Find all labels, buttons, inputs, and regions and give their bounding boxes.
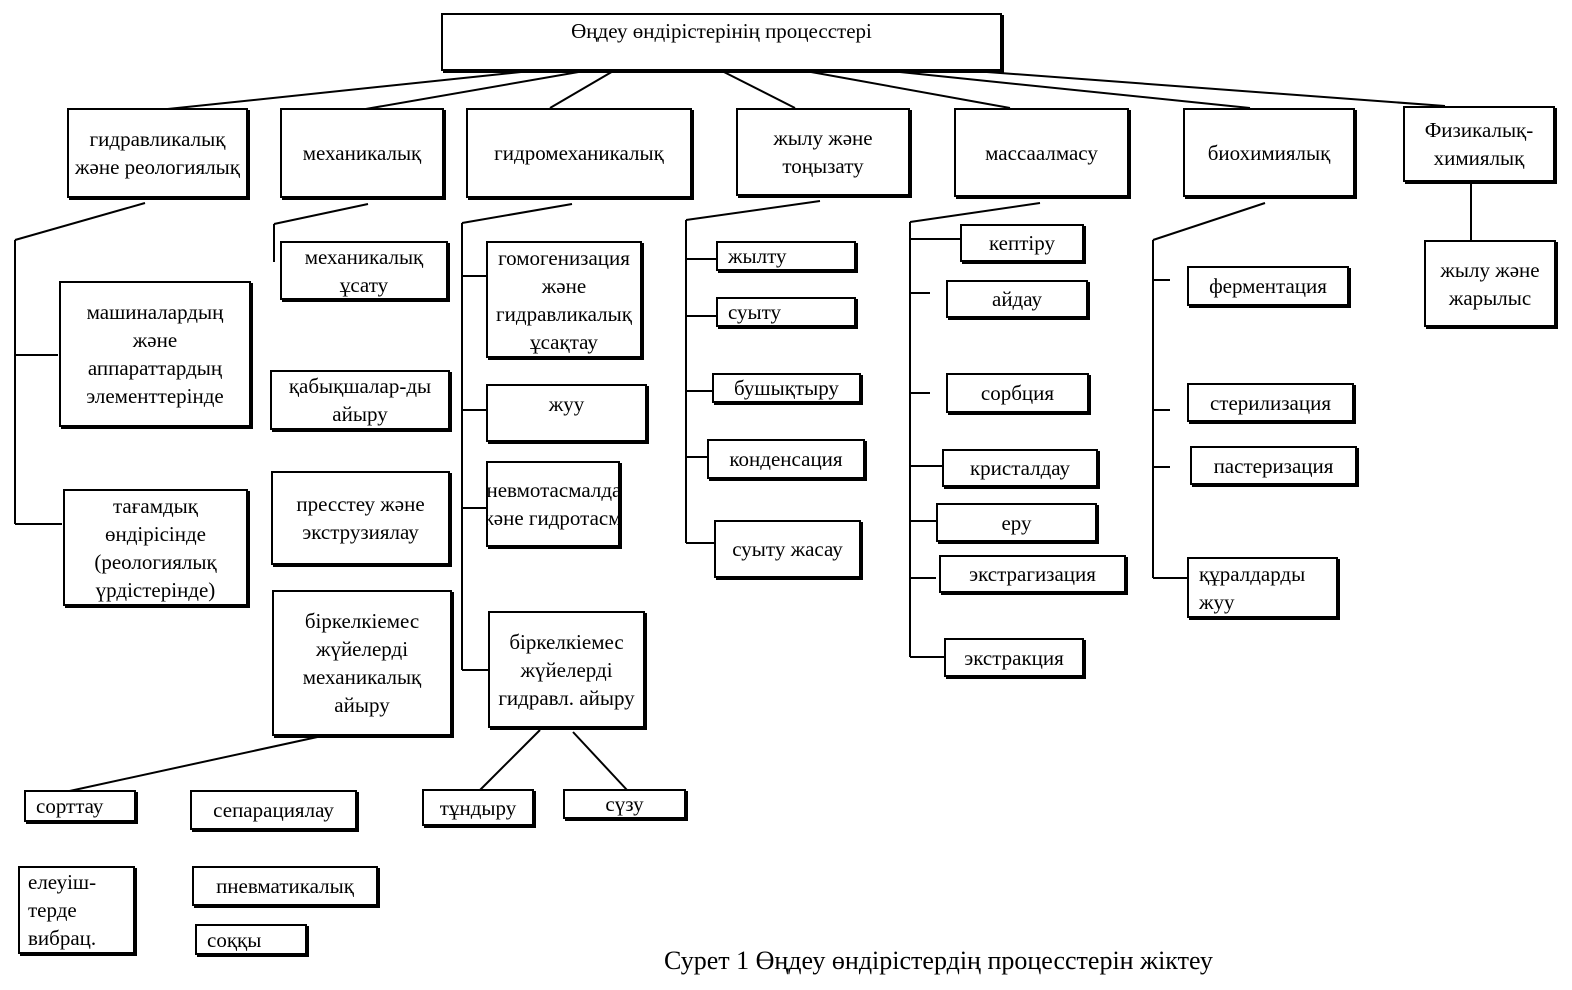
mechanical-item: пресстеу және экструзиялау <box>271 471 450 565</box>
separation-item: елеуіш-терде вибрац. <box>18 866 135 954</box>
category-physchem: Физикалық-химиялық <box>1403 106 1555 182</box>
category-biochemical: биохимиялық <box>1183 108 1355 197</box>
mass-exchange-item: экстракция <box>944 638 1084 677</box>
thermal-item: конденсация <box>707 439 865 479</box>
category-hydraulic-label: гидравликалық және реологиялық <box>75 127 240 179</box>
category-hydromechanical-label: гидромеханикалық <box>494 141 664 165</box>
hydromechanical-item-label: жуу <box>548 392 585 416</box>
separation-item-label: сорттау <box>36 794 104 818</box>
thermal-item: бушықтыру <box>712 373 861 403</box>
separation-item-label: сепарациялау <box>213 798 334 822</box>
biochemical-item: стерилизация <box>1187 383 1354 422</box>
mechanical-item-label: біркелкіемес жүйелерді механикалық айыру <box>302 609 422 717</box>
biochemical-item: ферментация <box>1187 266 1349 306</box>
category-mass-exchange-label: массаалмасу <box>985 140 1098 165</box>
mechanical-item: қабықшалар-ды айыру <box>270 370 450 430</box>
category-thermal-label: жылу және тоңызату <box>773 126 873 178</box>
mass-exchange-item-label: еру <box>1001 510 1032 535</box>
separation-item-label: соққы <box>207 927 262 952</box>
mass-exchange-item-label: экстрагизация <box>969 562 1096 586</box>
separation-item: сепарациялау <box>190 790 357 830</box>
category-mass-exchange: массаалмасу <box>954 108 1129 197</box>
physchem-item-label: жылу және жарылыс <box>1440 257 1540 310</box>
mechanical-item: біркелкіемес жүйелерді механикалық айыру <box>272 590 452 736</box>
separation-item: соққы <box>195 924 307 955</box>
mass-exchange-item: кептіру <box>960 224 1084 262</box>
separation-item-label: елеуіш-терде вибрац. <box>28 870 97 950</box>
mass-exchange-item: еру <box>936 503 1097 542</box>
thermal-item-label: бушықтыру <box>734 376 839 400</box>
hydraulic-separation-item: тұндыру <box>422 789 534 826</box>
hydraulic-separation-item-label: сүзу <box>605 792 644 816</box>
figure-caption: Сурет 1 Өңдеу өндірістердің процесстерін… <box>664 946 1213 975</box>
hydromechanical-item: гомогенизация және гидравликалық ұсақтау <box>486 241 642 358</box>
thermal-item-label: конденсация <box>729 447 843 471</box>
biochemical-item: пастеризация <box>1190 446 1357 485</box>
thermal-item-label: суыту жасау <box>732 537 843 561</box>
hydraulic-item-label: машиналардың және аппараттардың элементт… <box>86 300 224 408</box>
hydromechanical-item-label: пневмотасмалдау және гидротасм. <box>486 478 620 530</box>
category-hydraulic: гидравликалық және реологиялық <box>67 108 248 198</box>
thermal-item-label: жылту <box>728 244 787 268</box>
root-label: Өңдеу өндірістерінің процесстері <box>571 19 872 43</box>
mass-exchange-item: сорбция <box>946 373 1089 413</box>
separation-item: сорттау <box>24 790 136 822</box>
category-mechanical: механикалық <box>280 108 444 198</box>
hydromechanical-item: пневмотасмалдау және гидротасм. <box>486 461 620 547</box>
mass-exchange-item: кристалдау <box>942 449 1098 487</box>
hydraulic-separation-item: сүзу <box>563 789 686 819</box>
separation-item-label: пневматикалық <box>216 874 354 898</box>
hydraulic-separation-item-label: тұндыру <box>439 795 517 820</box>
thermal-item: суыту <box>716 297 856 327</box>
hydromechanical-item: біркелкіемес жүйелерді гидравл. айыру <box>488 611 645 728</box>
category-biochemical-label: биохимиялық <box>1207 140 1331 165</box>
hydromechanical-item-label: гомогенизация және гидравликалық ұсақтау <box>496 245 632 354</box>
hydromechanical-item-label: біркелкіемес жүйелерді гидравл. айыру <box>498 629 635 710</box>
physchem-item: жылу және жарылыс <box>1424 240 1556 327</box>
hydraulic-item: машиналардың және аппараттардың элементт… <box>59 281 251 427</box>
separation-item: пневматикалық <box>192 866 378 906</box>
hydraulic-item-label: тағамдық өндірісінде (реологиялық үрдіст… <box>94 493 217 602</box>
biochemical-item-label: құралдарды жуу <box>1199 561 1306 614</box>
category-mechanical-label: механикалық <box>302 141 422 165</box>
biochemical-item: құралдарды жуу <box>1187 557 1338 618</box>
category-hydromechanical: гидромеханикалық <box>466 108 692 198</box>
mass-exchange-item-label: айдау <box>992 287 1042 311</box>
mass-exchange-item-label: кристалдау <box>969 456 1071 480</box>
mass-exchange-item: экстрагизация <box>939 555 1126 593</box>
mass-exchange-item-label: экстракция <box>964 645 1064 670</box>
biochemical-item-label: ферментация <box>1209 274 1327 298</box>
root-node: Өңдеу өндірістерінің процесстері <box>441 13 1002 71</box>
hydraulic-item: тағамдық өндірісінде (реологиялық үрдіст… <box>63 489 248 606</box>
thermal-item: суыту жасау <box>714 520 861 578</box>
category-physchem-label: Физикалық-химиялық <box>1424 118 1534 170</box>
thermal-item: жылту <box>716 241 856 271</box>
mechanical-item-label: қабықшалар-ды айыру <box>288 374 432 426</box>
mechanical-item-label: механикалық ұсату <box>304 244 424 297</box>
mechanical-item: механикалық ұсату <box>280 241 448 300</box>
biochemical-item-label: стерилизация <box>1209 390 1332 415</box>
hydromechanical-item: жуу <box>486 384 647 442</box>
biochemical-item-label: пастеризация <box>1213 453 1334 478</box>
category-thermal: жылу және тоңызату <box>736 108 910 196</box>
mass-exchange-item-label: кептіру <box>989 231 1055 255</box>
mass-exchange-item: айдау <box>946 280 1088 318</box>
thermal-item-label: суыту <box>728 300 782 324</box>
mass-exchange-item-label: сорбция <box>980 381 1055 405</box>
mechanical-item-label: пресстеу және экструзиялау <box>296 492 425 544</box>
